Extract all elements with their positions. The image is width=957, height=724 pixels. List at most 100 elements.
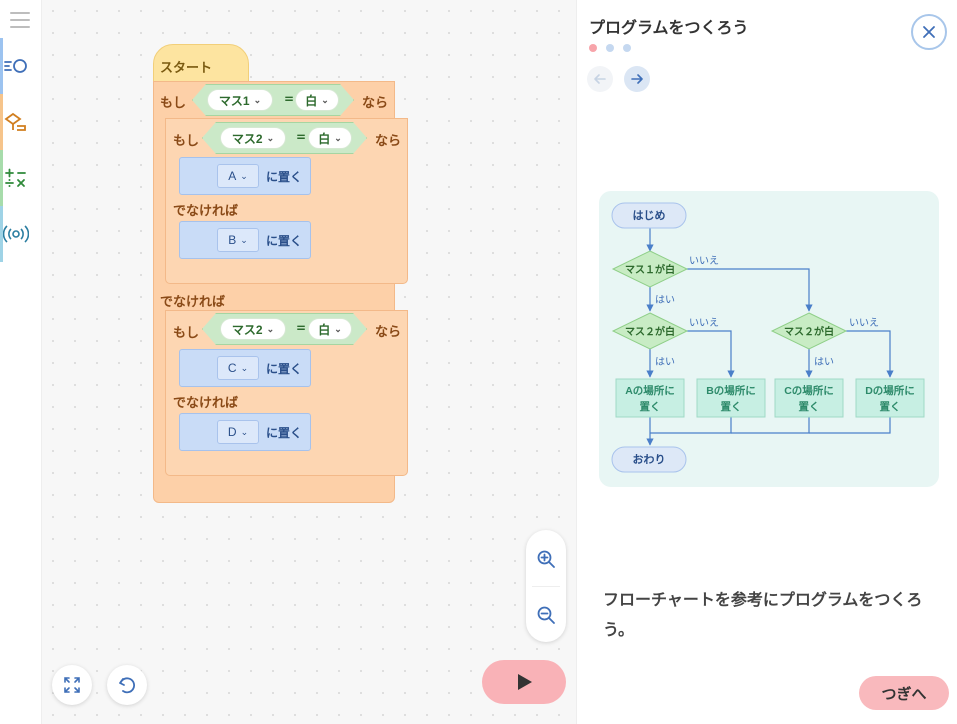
inner-if-1-label: もし [173, 133, 200, 148]
flow-place-c [774, 378, 844, 418]
page-dot-3 [623, 44, 631, 52]
flow-end-text: おわり [633, 453, 666, 466]
toolbox-category-control[interactable] [0, 38, 32, 94]
flow-decision-2 [611, 312, 689, 350]
loop-icon [4, 59, 27, 73]
inner-2-cell-select[interactable]: マス2⌄ [220, 318, 286, 340]
flow-place-b-text-1: Bの場所に [706, 384, 756, 397]
flow-yes-label-3: はい [814, 356, 834, 368]
flow-place-a-text-2: 置く [640, 401, 661, 413]
chevron-down-icon: ⌄ [266, 132, 275, 143]
inner-2-value-select[interactable]: 白⌄ [308, 318, 352, 340]
flow-place-b-text-2: 置く [721, 401, 742, 413]
toolbox-category-math[interactable] [0, 150, 32, 206]
place-a-value: A [228, 169, 237, 183]
arrow-left-icon [594, 74, 606, 84]
outer-eq: = [284, 92, 295, 106]
flow-place-a [615, 378, 685, 418]
chevron-down-icon: ⌄ [253, 94, 262, 105]
expand-icon [64, 677, 80, 693]
place-c-select[interactable]: C⌄ [217, 356, 259, 380]
operators-icon [5, 168, 26, 187]
page-dot-1 [589, 44, 597, 52]
workspace[interactable]: スタート もし マス1⌄ = 白⌄ なら もし マス2⌄ = 白⌄ なら A⌄ … [42, 0, 576, 724]
chevron-down-icon: ⌄ [334, 132, 342, 143]
outer-value: 白 [305, 93, 318, 108]
zoom-in-button[interactable] [526, 534, 566, 584]
flow-decision-1-text: マス１が白 [625, 263, 675, 276]
place-b-value: B [228, 233, 237, 247]
place-icon [4, 112, 26, 131]
chevron-down-icon: ⌄ [240, 426, 249, 437]
undo-button[interactable] [107, 665, 147, 705]
place-c-value: C [227, 361, 237, 375]
flow-place-d [855, 378, 925, 418]
flow-yes-label-1: はい [655, 294, 675, 306]
zoom-out-button[interactable] [526, 590, 566, 640]
play-icon [518, 674, 532, 690]
menu-icon[interactable] [10, 12, 30, 30]
flow-place-d-text-1: Dの場所に [865, 384, 915, 397]
start-label: スタート [160, 60, 213, 75]
chevron-down-icon: ⌄ [266, 323, 275, 334]
outer-cell-value: マス1 [218, 93, 250, 108]
flow-decision-1 [611, 250, 689, 288]
close-icon [923, 26, 935, 38]
flowchart-card: はじめ マス１が白 マス２が白 マス２が白 Aの場所に 置く Bの場所に 置く … [599, 191, 939, 487]
inner-2-value: 白 [318, 322, 331, 337]
undo-icon [119, 677, 135, 694]
inner-1-cell-value: マス2 [231, 131, 263, 146]
flow-start-node [611, 202, 687, 229]
prev-page-button[interactable] [587, 66, 613, 92]
chevron-down-icon: ⌄ [240, 362, 249, 373]
inner-1-eq: = [296, 130, 307, 144]
toolbox-category-sensor[interactable] [0, 206, 32, 262]
start-block[interactable] [153, 44, 249, 84]
place-d-label: に置く [266, 426, 303, 440]
outer-value-select[interactable]: 白⌄ [295, 89, 339, 111]
inner-2-then-label: なら [375, 324, 402, 339]
toolbox [0, 0, 42, 724]
next-button[interactable]: つぎへ [859, 676, 949, 710]
place-b-select[interactable]: B⌄ [217, 228, 259, 252]
zoom-in-icon [537, 550, 555, 568]
flow-place-b [696, 378, 766, 418]
flow-place-c-text-1: Cの場所に [784, 384, 834, 397]
place-a-select[interactable]: A⌄ [217, 164, 259, 188]
flow-no-label-1: いいえ [689, 255, 719, 267]
inner-if-2-label: もし [173, 325, 200, 340]
panel-title: プログラムをつくろう [589, 20, 749, 37]
flow-decision-3 [770, 312, 848, 350]
page-dot-2 [606, 44, 614, 52]
instruction-panel: プログラムをつくろう [576, 0, 957, 724]
flow-place-d-text-2: 置く [880, 401, 901, 413]
next-page-button[interactable] [624, 66, 650, 92]
place-a-label: に置く [266, 170, 303, 184]
fullscreen-button[interactable] [52, 665, 92, 705]
chevron-down-icon: ⌄ [240, 170, 248, 181]
flow-end-node [611, 446, 687, 473]
zoom-out-icon [537, 606, 555, 624]
place-d-select[interactable]: D⌄ [217, 420, 259, 444]
arrow-right-icon [631, 74, 643, 84]
inner-1-value: 白 [318, 131, 331, 146]
place-c-label: に置く [266, 362, 303, 376]
outer-cell-select[interactable]: マス1⌄ [207, 89, 273, 111]
outer-else-label: でなければ [160, 294, 226, 309]
inner-2-cell-value: マス2 [231, 322, 263, 337]
close-button[interactable] [911, 14, 947, 50]
flow-place-c-text-2: 置く [799, 401, 820, 413]
instruction-text: フローチャートを参考にプログラムをつくろう。 [603, 592, 923, 639]
flow-place-a-text-1: Aの場所に [625, 384, 675, 397]
run-button[interactable] [482, 660, 566, 704]
flow-yes-label-2: はい [655, 356, 675, 368]
inner-1-cell-select[interactable]: マス2⌄ [220, 127, 286, 149]
toolbox-category-action[interactable] [0, 94, 32, 150]
outer-then-label: なら [362, 95, 389, 110]
inner-2-else-label: でなければ [173, 395, 239, 410]
inner-2-eq: = [296, 321, 307, 335]
page-indicator [589, 44, 631, 52]
inner-1-value-select[interactable]: 白⌄ [308, 127, 352, 149]
flow-no-label-2: いいえ [689, 317, 719, 329]
flow-decision-3-text: マス２が白 [784, 325, 834, 338]
